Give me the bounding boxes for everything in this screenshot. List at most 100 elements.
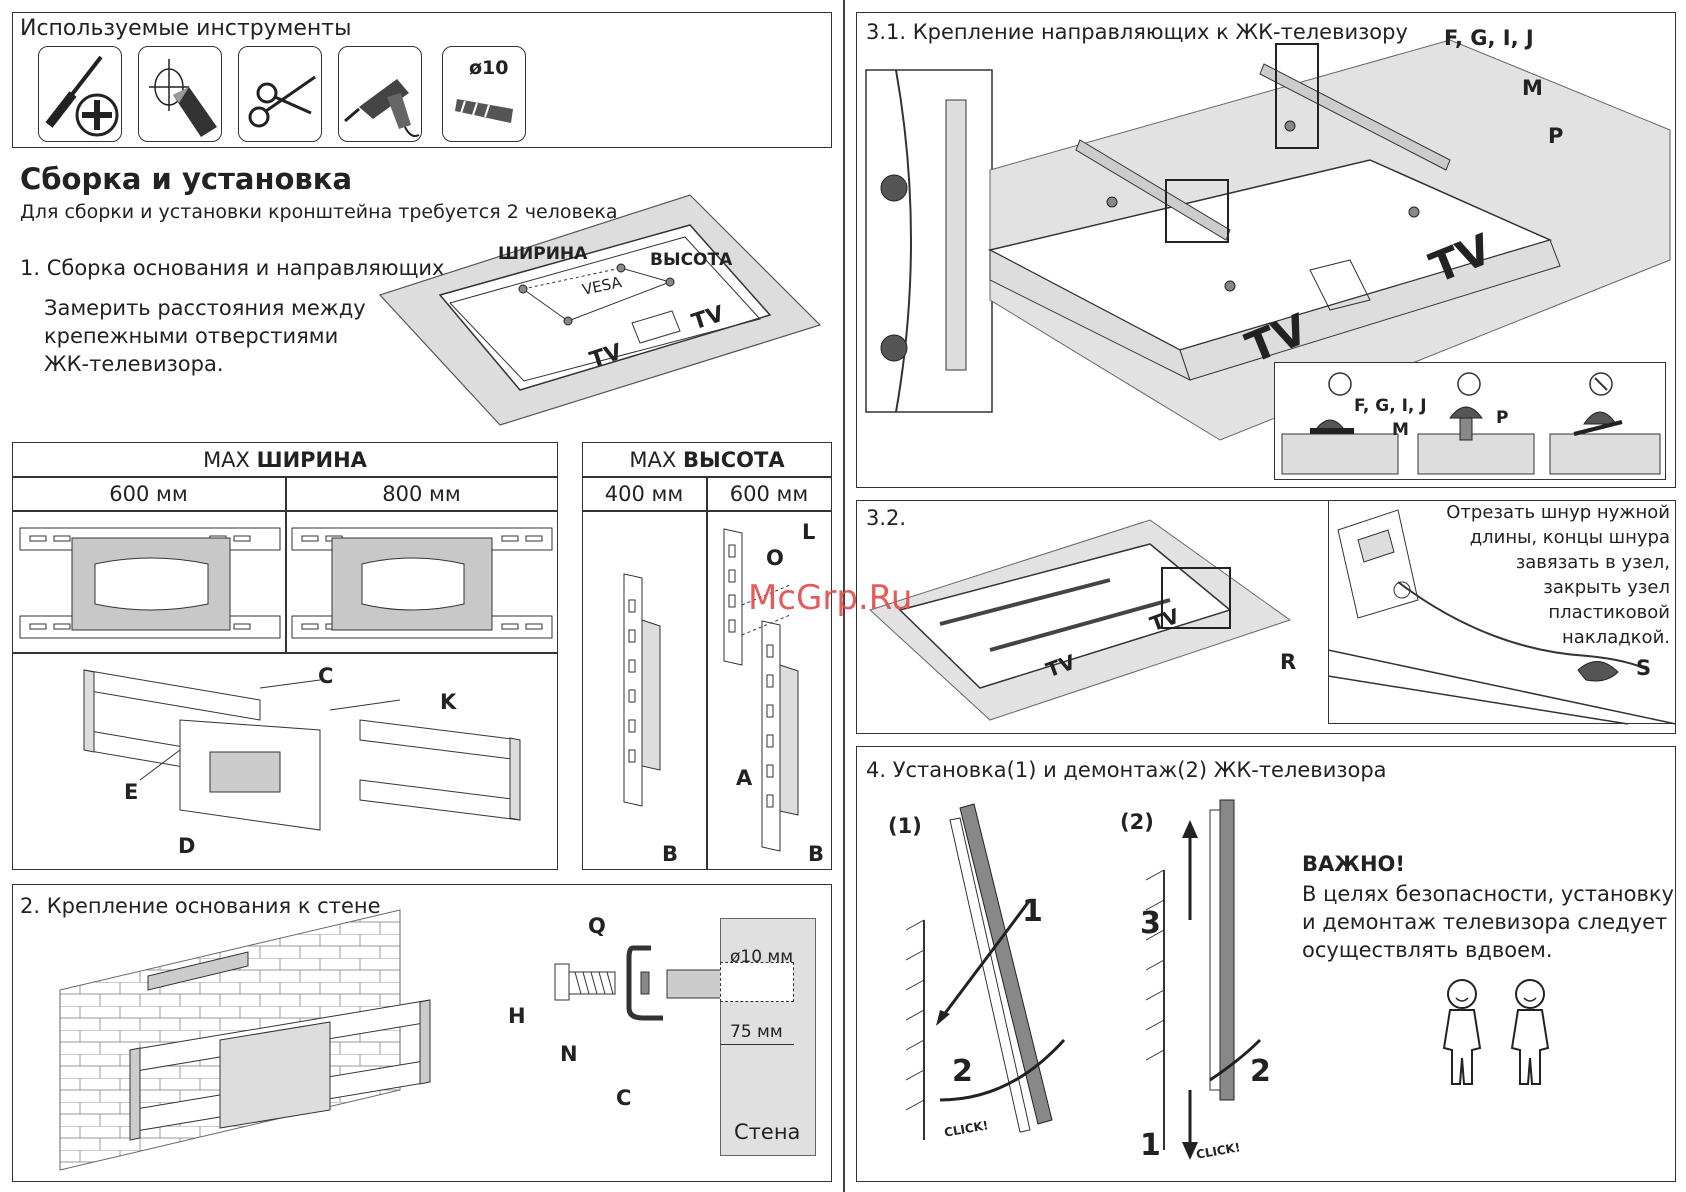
install-arrow-3: 3: [1140, 906, 1161, 941]
wall-hole-depth: 75 мм: [730, 1022, 783, 1042]
drill-bit-icon: [455, 99, 513, 123]
install-arrow-2b: 2: [1250, 1054, 1271, 1089]
rails-label-fgij: F, G, I, J: [1444, 26, 1534, 50]
wall-block: [720, 918, 816, 1156]
cord-note-line-1: Отрезать шнур нужной: [1446, 502, 1670, 523]
install-step1-illustration: [905, 803, 1066, 1140]
cord-label-s: S: [1636, 656, 1652, 680]
important-title: ВАЖНО!: [1302, 852, 1405, 876]
scissors-icon: [248, 75, 316, 128]
max-width-col-divider: [285, 476, 287, 652]
max-height-title-prefix: MAX: [629, 448, 677, 472]
drill-bit-size: ø10: [469, 57, 509, 79]
max-height-col1: 400 мм: [604, 482, 684, 506]
two-people-icon: [1442, 979, 1550, 1085]
drill-icon: [344, 79, 420, 137]
important-line-1: В целях безопасности, установку: [1302, 882, 1674, 906]
max-width-title-bold: ШИРИНА: [256, 448, 367, 472]
drill-bit-tool: ø10: [442, 46, 526, 142]
cord-title: 3.2.: [866, 506, 907, 530]
important-line-3: осуществлять вдвоем.: [1302, 938, 1553, 962]
install-arrow-1a: 1: [1022, 894, 1043, 929]
screwdriver-tool: [38, 46, 122, 142]
exploded-assembly-illustration: [83, 669, 521, 831]
vesa-height-label: ВЫСОТА: [650, 250, 733, 270]
max-width-col2: 800 мм: [382, 482, 461, 506]
max-width-title: MAX ШИРИНА: [12, 448, 558, 472]
tools-title: Используемые инструменты: [20, 16, 352, 41]
cord-note-line-6: накладкой.: [1562, 627, 1670, 648]
rails-label-m: M: [1522, 76, 1543, 100]
rail-closeup-illustration: [865, 69, 993, 413]
step1-text-2: крепежными отверстиями: [44, 324, 339, 348]
cord-note-line-3: завязать в узел,: [1515, 552, 1670, 573]
cord-note-line-2: длины, концы шнура: [1469, 527, 1670, 548]
label-n: N: [560, 1042, 578, 1066]
install-step2-illustration: [1145, 799, 1262, 1160]
max-height-col2: 600 мм: [729, 482, 809, 506]
label-a: A: [736, 766, 753, 790]
assembly-title: Сборка и установка: [20, 162, 353, 196]
label-e: E: [124, 780, 139, 804]
label-h: H: [508, 1004, 526, 1028]
pencil-tool: [138, 46, 222, 142]
install-title: 4. Установка(1) и демонтаж(2) ЖК-телевиз…: [866, 758, 1387, 782]
max-height-col-divider: [706, 476, 708, 870]
label-c-2: C: [616, 1086, 632, 1110]
cord-tv-illustration: [869, 519, 1292, 721]
label-b-1: B: [662, 842, 679, 866]
install-step1-label: (1): [888, 814, 922, 838]
center-divider: [843, 0, 845, 1192]
screw-detail-illustration: [1281, 372, 1661, 475]
detail-label-fgij: F, G, I, J: [1354, 396, 1427, 416]
max-width-row-line: [12, 652, 558, 654]
tv-back-rails-illustration: [987, 39, 1671, 441]
step1-text-3: ЖК-телевизора.: [44, 352, 224, 376]
wall-hole-diameter: ø10 мм: [730, 947, 794, 967]
depth-dimension-line: [720, 1044, 794, 1045]
pencil-icon: [149, 59, 217, 137]
max-height-title-bold: ВЫСОТА: [682, 448, 785, 472]
label-c-1: C: [318, 664, 334, 688]
label-b-2: B: [808, 842, 825, 866]
bracket-600-illustration: [19, 527, 281, 639]
label-l: L: [802, 520, 816, 544]
rails-title: 3.1. Крепление направляющих к ЖК-телевиз…: [866, 20, 1408, 44]
cord-label-r: R: [1280, 650, 1297, 674]
max-height-title: MAX ВЫСОТА: [582, 448, 832, 472]
step1-title: 1. Сборка основания и направляющих: [20, 256, 445, 280]
cord-note-line-4: закрыть узел: [1543, 577, 1670, 598]
install-step2-label: (2): [1120, 810, 1154, 834]
cord-detail-illustration: [1327, 509, 1677, 725]
wall-mount-title: 2. Крепление основания к стене: [20, 894, 381, 918]
rail-600-illustration: [723, 528, 799, 852]
brick-wall-illustration: [59, 909, 431, 1171]
label-q: Q: [588, 914, 606, 938]
screwdriver-icon: [45, 55, 119, 137]
rail-400-illustration: [623, 573, 661, 807]
drill-tool: [338, 46, 422, 142]
rails-label-p: P: [1548, 124, 1564, 148]
wall-label: Стена: [734, 1120, 801, 1144]
tv-back-vesa-illustration: [378, 194, 822, 426]
install-arrow-1b: 1: [1140, 1128, 1161, 1163]
watermark: McGrp.Ru: [748, 578, 913, 618]
step1-text-1: Замерить расстояния между: [44, 296, 366, 320]
label-k: K: [440, 690, 457, 714]
install-arrow-2a: 2: [952, 1054, 973, 1089]
vesa-width-label: ШИРИНА: [498, 244, 588, 264]
label-o: O: [766, 546, 784, 570]
max-width-title-prefix: MAX: [203, 448, 250, 472]
cord-note: Отрезать шнур нужной длины, концы шнура …: [1398, 500, 1670, 650]
important-text: В целях безопасности, установку и демонт…: [1302, 880, 1674, 964]
max-width-col1: 600 мм: [109, 482, 188, 506]
bracket-800-illustration: [291, 527, 553, 639]
detail-label-p: P: [1496, 408, 1509, 428]
important-line-2: и демонтаж телевизора следует: [1302, 910, 1668, 934]
assembly-subtitle: Для сборки и установки кронштейна требуе…: [20, 201, 618, 223]
cord-note-line-5: пластиковой: [1548, 602, 1670, 623]
scissors-tool: [238, 46, 322, 142]
label-d: D: [178, 834, 196, 858]
detail-label-m: M: [1392, 420, 1409, 440]
drill-hole-outline: [720, 962, 794, 1002]
